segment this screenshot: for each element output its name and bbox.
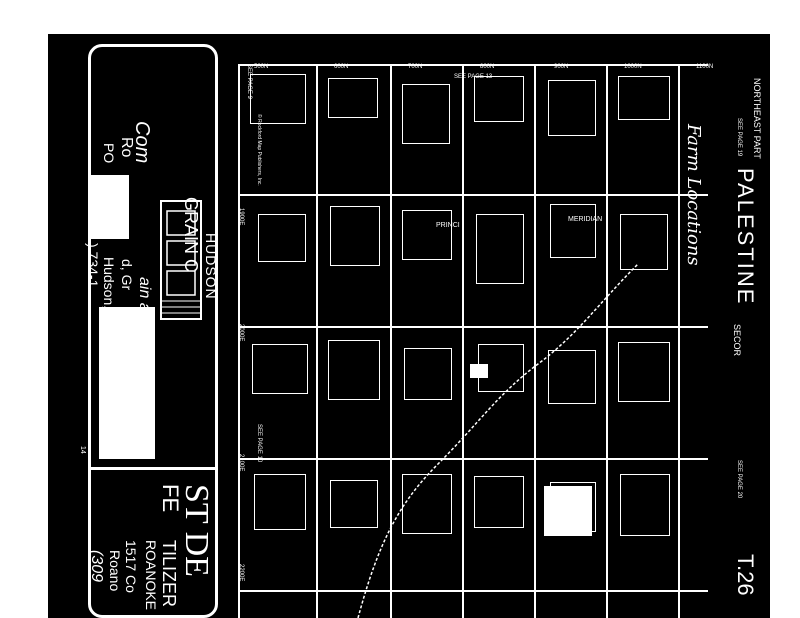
parcel xyxy=(328,340,380,400)
handwritten-note: Farm Locations xyxy=(683,124,704,266)
advertisement-panel: HUDSON GRAIN C Com Ro PO ain and F d, Gr… xyxy=(85,44,219,618)
ad-line: Roano xyxy=(107,550,123,592)
parcel xyxy=(620,474,670,536)
road-line xyxy=(534,64,536,618)
see-page-note: SEE PAGE 13 xyxy=(454,74,493,80)
parcel xyxy=(330,206,380,266)
parcel xyxy=(258,214,306,262)
ad-line: Hudson, xyxy=(101,257,117,310)
ad-line: ain and F xyxy=(136,277,153,344)
hudson-grain-ad: HUDSON GRAIN C Com Ro PO ain and F d, Gr… xyxy=(85,47,219,459)
road-line xyxy=(238,194,708,196)
road-line xyxy=(390,64,392,618)
road-label: 1100N xyxy=(696,64,714,70)
parcel xyxy=(548,350,596,404)
ad-line: GRAIN C xyxy=(181,197,201,273)
page-number: 14 xyxy=(79,446,86,454)
ad-line: PO xyxy=(101,143,117,164)
scan-white-patch xyxy=(470,364,488,378)
princi-label: PRINCI xyxy=(436,222,460,229)
parcel xyxy=(618,342,670,402)
parcel xyxy=(254,474,306,530)
scan-white-patch xyxy=(99,307,155,459)
township-code: T.26 xyxy=(733,554,758,596)
parcel xyxy=(402,210,452,260)
parcel xyxy=(476,214,524,284)
meridian-label: MERIDIAN xyxy=(568,216,603,223)
parcel xyxy=(474,76,524,122)
road-line xyxy=(238,458,708,460)
parcel xyxy=(402,84,450,144)
stde-fertilizer-ad: ST DE FE TILIZER ROANOKE 1517 Co Roano (… xyxy=(88,467,215,618)
road-label: 800N xyxy=(480,64,495,70)
ad-headline: FE xyxy=(158,484,183,513)
parcel xyxy=(404,348,452,400)
road-label: 1000N xyxy=(624,64,642,70)
road-line xyxy=(678,64,680,618)
road-line xyxy=(606,64,608,618)
parcel xyxy=(620,214,668,270)
parcel xyxy=(548,80,596,136)
road-label: 900N xyxy=(554,64,569,70)
road-label: 700N xyxy=(408,64,423,70)
road-label: 500N xyxy=(254,64,269,70)
road-line xyxy=(238,64,240,618)
parcel xyxy=(474,476,524,528)
grain-elevator-drawing xyxy=(160,200,202,320)
township-title: PALESTINE xyxy=(733,168,758,306)
ad-line: Ro xyxy=(118,137,135,158)
ad-line: ) 734-1 xyxy=(85,243,101,288)
scan-white-patch xyxy=(544,486,592,536)
parcel xyxy=(550,204,596,258)
see-page-note: SEE PAGE 19 xyxy=(736,118,742,157)
parcel xyxy=(252,344,308,394)
parcel xyxy=(618,76,670,120)
road-label: 600N xyxy=(334,64,349,70)
ad-line: ROANOKE xyxy=(143,540,159,611)
road-line xyxy=(316,64,318,618)
ad-line: d, Gr xyxy=(119,259,135,291)
road-line xyxy=(238,326,708,328)
ad-line: (309 xyxy=(88,550,105,583)
road-line xyxy=(238,64,708,66)
parcel xyxy=(250,74,306,124)
see-page-note: SEE PAGE 20 xyxy=(736,460,742,499)
township-part: NORTHEAST PART xyxy=(752,78,762,159)
parcel xyxy=(328,78,378,118)
creek-line xyxy=(357,263,639,618)
road-line xyxy=(462,64,464,618)
map-grid: PRINCI MERIDIAN xyxy=(238,64,708,618)
section-word: SECOR xyxy=(732,324,742,357)
scanned-map-page: HUDSON GRAIN C Com Ro PO ain and F d, Gr… xyxy=(48,34,770,618)
ad-line: 1517 Co xyxy=(123,540,139,593)
scan-white-patch xyxy=(91,175,129,239)
ad-line: TILIZER xyxy=(159,540,179,608)
road-line xyxy=(238,590,708,592)
parcel xyxy=(330,480,378,528)
ad-brand: HUDSON xyxy=(203,233,219,300)
township-title-band: NORTHEAST PART PALESTINE SEE PAGE 19 SEC… xyxy=(708,34,770,618)
